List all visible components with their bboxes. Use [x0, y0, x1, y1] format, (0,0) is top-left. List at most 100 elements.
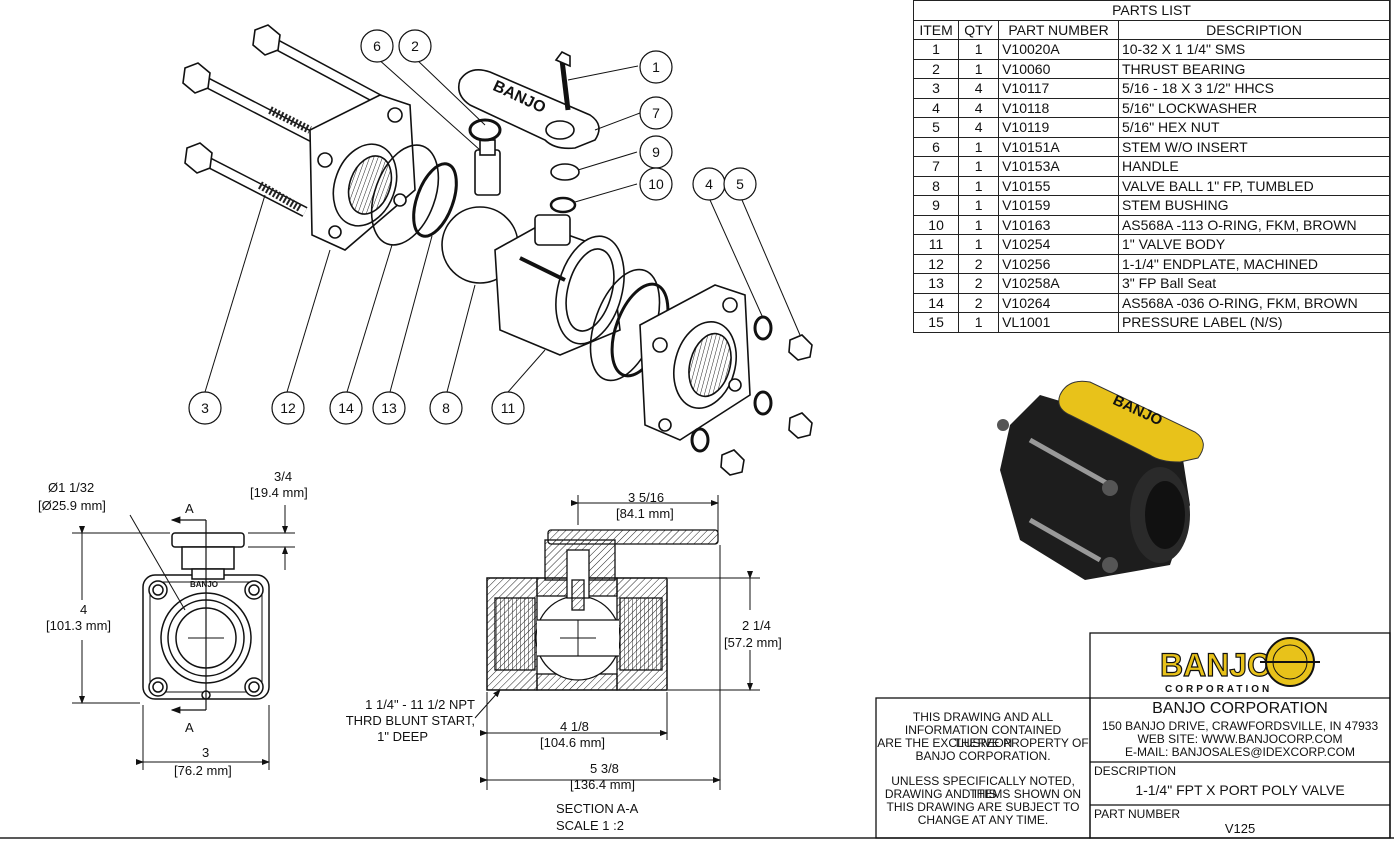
leader-lines — [204, 57, 801, 393]
svg-text:9: 9 — [652, 144, 660, 160]
balloon: 13 — [372, 391, 406, 425]
svg-text:3: 3 — [201, 400, 209, 416]
balloon: 11 — [491, 391, 525, 425]
stem — [474, 139, 501, 196]
svg-text:12: 12 — [280, 400, 296, 416]
svg-text:CORPORATION: CORPORATION — [1165, 684, 1272, 695]
svg-text:BANJO: BANJO — [190, 580, 218, 589]
description-value: 1-1/4" FPT X PORT POLY VALVE — [1135, 782, 1345, 798]
svg-text:5: 5 — [736, 176, 744, 192]
exploded-view: BANJO — [182, 24, 813, 476]
dim-height: 4 — [80, 602, 88, 617]
svg-text:4: 4 — [705, 176, 713, 192]
balloon: 3 — [188, 391, 222, 425]
company-address: 150 BANJO DRIVE, CRAWFORDSVILLE, IN 4793… — [1101, 719, 1379, 733]
notice-line: CHANGE AT ANY TIME. — [917, 813, 1049, 827]
thread-note-2: THRD BLUNT START, — [345, 713, 475, 728]
dim-top: 3/4 — [274, 469, 293, 484]
dim-diameter-mm: [Ø25.9 mm] — [38, 498, 106, 513]
svg-text:6: 6 — [373, 38, 381, 54]
dim-width-mm: [76.2 mm] — [174, 763, 232, 778]
balloon: 7 — [639, 96, 673, 130]
column-header: ITEM — [912, 19, 960, 40]
notice-line: UNLESS SPECIFICALLY NOTED, THIS — [891, 774, 1075, 801]
balloon: 2 — [398, 29, 432, 63]
svg-text:11: 11 — [501, 400, 516, 416]
notice-line: BANJO CORPORATION. — [915, 749, 1051, 763]
column-header: QTY — [958, 19, 1000, 40]
right-endplate — [639, 284, 751, 441]
thread-note-1: 1 1/4" - 11 1/2 NPT — [365, 697, 475, 712]
company-name: BANJO CORPORATION — [1152, 700, 1328, 717]
dim-width: 3 — [202, 745, 210, 760]
balloon: 6 — [360, 29, 394, 63]
valve-body — [494, 214, 625, 356]
banjo-logo: BANJO CORPORATION — [1159, 637, 1320, 695]
svg-text:7: 7 — [652, 105, 660, 121]
svg-text:8: 8 — [442, 400, 450, 416]
balloon: 9 — [639, 135, 673, 169]
dim-length1: 3 5/16 — [628, 490, 665, 505]
section-marker-top: A — [185, 501, 194, 516]
svg-text:2: 2 — [411, 38, 419, 54]
balloon: 8 — [429, 391, 463, 425]
dim-bore-mm: [57.2 mm] — [724, 635, 782, 650]
dim-bore: 2 1/4 — [742, 618, 771, 633]
valve-render: BANJO — [997, 380, 1204, 580]
balloon: 5 — [723, 167, 757, 201]
svg-text:1: 1 — [652, 59, 660, 75]
part-number-value: V125 — [1224, 821, 1256, 836]
svg-text:10: 10 — [648, 176, 664, 192]
column-header: DESCRIPTION — [1117, 19, 1391, 40]
balloon: 14 — [329, 391, 363, 425]
balloon-group: 1 2 3 4 5 6 7 8 9 10 11 12 13 14 — [188, 29, 757, 425]
thrust-bearing — [468, 118, 502, 142]
balloon: 12 — [271, 391, 305, 425]
column-header: PART NUMBER — [998, 19, 1119, 40]
notice-line: THIS DRAWING ARE SUBJECT TO — [886, 800, 1080, 814]
balloon: 4 — [692, 167, 726, 201]
notice-line: ARE THE EXCLUSIVE PROPERTY OF — [877, 736, 1089, 750]
bolts — [182, 24, 383, 217]
section-marker-bottom: A — [185, 720, 194, 735]
company-email: E-MAIL: BANJOSALES@IDEXCORP.COM — [1124, 745, 1355, 759]
parts-list-title: PARTS LIST — [913, 0, 1390, 21]
dim-length1-mm: [84.1 mm] — [616, 506, 674, 521]
dim-length3-mm: [136.4 mm] — [570, 777, 636, 792]
left-endplate — [309, 94, 416, 251]
dim-diameter: Ø1 1/32 — [48, 480, 95, 495]
notice-line: INFORMATION CONTAINED THEREON — [904, 723, 1062, 750]
section-title: SECTION A-A — [556, 801, 639, 816]
svg-text:14: 14 — [338, 400, 354, 416]
company-website: WEB SITE: WWW.BANJOCORP.COM — [1137, 732, 1343, 746]
balloon: 1 — [639, 50, 673, 84]
svg-text:13: 13 — [381, 400, 397, 416]
thread-note-3: 1" DEEP — [377, 729, 428, 744]
parts-list-table: PARTS LIST ITEM QTY PART NUMBER DESCRIPT… — [912, 0, 1391, 333]
oring-14 — [370, 144, 440, 246]
balloon: 10 — [639, 167, 673, 201]
dim-length2-mm: [104.6 mm] — [540, 735, 606, 750]
dim-length3: 5 3/8 — [590, 761, 619, 776]
seat-13 — [412, 162, 458, 238]
section-view — [486, 529, 719, 691]
notice-line: DRAWING AND ITEMS SHOWN ON — [884, 787, 1082, 801]
notice-line: THIS DRAWING AND ALL — [912, 710, 1054, 724]
description-label: DESCRIPTION — [1094, 764, 1177, 778]
dim-top-mm: [19.4 mm] — [250, 485, 308, 500]
